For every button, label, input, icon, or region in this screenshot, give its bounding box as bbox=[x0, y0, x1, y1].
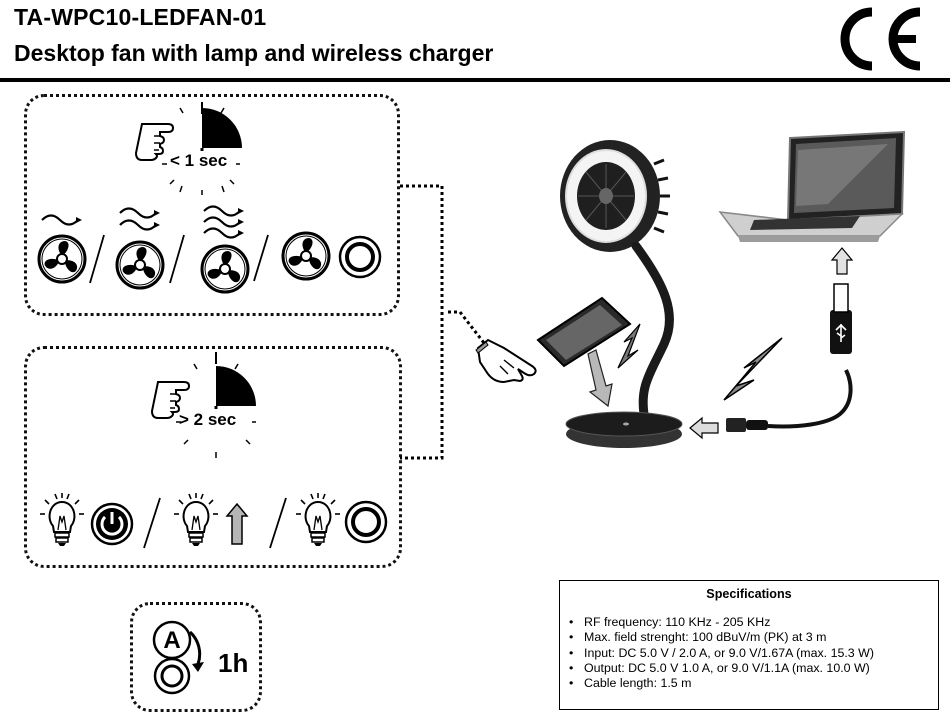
usb-cable-icon bbox=[726, 283, 853, 432]
product-model: TA-WPC10-LEDFAN-01 bbox=[14, 4, 267, 30]
left-arrow-icon bbox=[689, 416, 719, 440]
timer-duration: 1h bbox=[218, 648, 248, 678]
lamp-brighter-bulb-icon bbox=[173, 492, 219, 547]
timer-quarter-icon bbox=[176, 352, 256, 458]
lamp-off-bulb-icon bbox=[295, 492, 341, 547]
spec-item: Output: DC 5.0 V 1.0 A, or 9.0 V/1.1A (m… bbox=[569, 661, 938, 677]
fan-plain-icon bbox=[281, 231, 331, 281]
pointing-hand-icon bbox=[134, 123, 175, 161]
fan-mode-panel bbox=[24, 94, 400, 316]
timer-panel bbox=[130, 602, 262, 712]
specifications-box: Specifications RF frequency: 110 KHz - 2… bbox=[559, 580, 939, 710]
short-press-label: < 1 sec bbox=[170, 151, 228, 170]
spec-item: RF frequency: 110 KHz - 205 KHz bbox=[569, 615, 938, 631]
specifications-title: Specifications bbox=[706, 587, 792, 601]
power-button-icon bbox=[90, 502, 134, 546]
lamp-on-bulb-icon bbox=[39, 492, 85, 547]
timer-button-letter: A bbox=[163, 627, 180, 654]
pointing-hand-icon bbox=[150, 381, 191, 419]
down-arrow-icon bbox=[587, 349, 613, 408]
up-arrow-icon bbox=[225, 502, 249, 545]
smartphone-icon bbox=[536, 296, 632, 368]
lightning-small-icon bbox=[617, 323, 641, 369]
off-ring-icon bbox=[344, 500, 388, 544]
fan-speed-3-icon bbox=[200, 205, 250, 294]
long-press-label: > 2 sec bbox=[179, 410, 237, 429]
spec-item: Input: DC 5.0 V / 2.0 A, or 9.0 V/1.67A … bbox=[569, 646, 938, 662]
spec-item: Max. field strenght: 100 dBuV/m (PK) at … bbox=[569, 630, 938, 646]
charging-base-icon bbox=[565, 411, 683, 448]
fan-head-icon bbox=[560, 140, 670, 252]
ce-mark-icon bbox=[840, 7, 921, 71]
laptop-icon bbox=[718, 130, 906, 242]
fan-speed-2-icon bbox=[115, 207, 165, 290]
up-arrow-laptop-icon bbox=[830, 247, 854, 275]
lamp-mode-sequence bbox=[39, 492, 388, 549]
header-rule bbox=[0, 78, 950, 82]
panel-connector-lines bbox=[400, 184, 510, 460]
off-ring-icon bbox=[153, 657, 191, 695]
pressing-hand-icon bbox=[475, 338, 537, 384]
timer-button-illustration: A 1h bbox=[152, 620, 248, 695]
off-ring-icon bbox=[338, 235, 382, 279]
timer-quarter-icon bbox=[162, 102, 242, 195]
rotation-arrow-icon bbox=[188, 630, 202, 665]
short-press-illustration bbox=[134, 102, 242, 195]
spec-item: Cable length: 1.5 m bbox=[569, 676, 938, 692]
fan-mode-sequence bbox=[37, 205, 382, 294]
fan-speed-1-icon bbox=[37, 214, 87, 284]
product-illustration bbox=[536, 130, 906, 448]
lightning-large-icon bbox=[723, 337, 783, 401]
specifications-list: RF frequency: 110 KHz - 205 KHz Max. fie… bbox=[560, 615, 938, 692]
product-title: Desktop fan with lamp and wireless charg… bbox=[14, 40, 494, 66]
long-press-illustration bbox=[150, 352, 256, 458]
